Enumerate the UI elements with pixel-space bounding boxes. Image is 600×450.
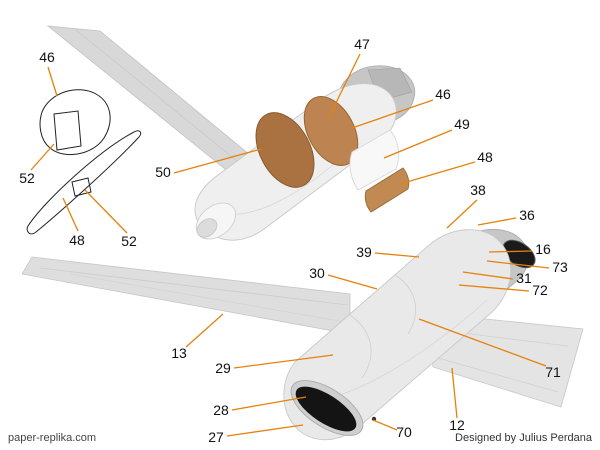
part-label-39-11: 39: [356, 244, 372, 260]
leader-line-71-19: [418, 318, 547, 367]
stabilizer-seam-2: [437, 357, 559, 393]
leader-line-16-12: [488, 250, 533, 253]
skin-strip-white: [349, 129, 400, 191]
part-label-30-14: 30: [309, 265, 325, 281]
part-label-27-22: 27: [208, 429, 224, 445]
wing-template-drawings: [26, 89, 142, 235]
leader-line-48-7: [399, 161, 476, 185]
part-label-47-4: 47: [354, 36, 370, 52]
designer-credit: Designed by Julius Perdana: [455, 432, 592, 444]
template-outline-upper: [39, 89, 111, 156]
vent-peg: [371, 416, 377, 422]
tail-exhaust: [502, 239, 536, 269]
part-label-71-19: 71: [545, 364, 561, 380]
part-label-36-10: 36: [519, 207, 535, 223]
part-label-12-21: 12: [449, 417, 465, 433]
leader-line-39-11: [374, 252, 420, 258]
part-label-52-3: 52: [121, 233, 137, 249]
nose-tip: [196, 218, 218, 238]
part-label-16-12: 16: [535, 241, 551, 257]
fuselage-ring-seam-2: [349, 314, 372, 379]
leader-line-52-1: [30, 143, 55, 171]
leader-line-49-6: [383, 129, 453, 159]
aileron-line: [69, 273, 346, 323]
part-label-72-16: 72: [532, 282, 548, 298]
part-label-29-18: 29: [215, 360, 231, 376]
left-wing: [21, 256, 351, 335]
leader-line-47-4: [328, 53, 361, 118]
template-rect-upper: [53, 110, 82, 151]
former-oval-right: [303, 96, 359, 166]
part-label-48-7: 48: [477, 149, 493, 165]
part-label-38-9: 38: [470, 182, 486, 198]
fuselage-ring-seam-1: [394, 274, 416, 335]
part-label-48-2: 48: [69, 232, 85, 248]
leader-line-46-0: [47, 66, 58, 97]
leader-line-13-17: [185, 313, 224, 348]
wing-panel-line: [74, 28, 244, 167]
part-label-50-8: 50: [155, 164, 171, 180]
leader-line-73-13: [486, 260, 550, 269]
leader-line-46-5: [351, 99, 434, 129]
part-label-73-13: 73: [552, 259, 568, 275]
template-outline-lower: [26, 130, 142, 235]
leader-line-72-16: [458, 284, 530, 292]
leader-line-48-2: [62, 197, 79, 232]
leader-line-38-9: [446, 199, 478, 229]
leader-line-36-10: [477, 217, 517, 226]
part-label-31-15: 31: [516, 270, 532, 286]
leader-line-12-21: [451, 367, 458, 419]
former-oval-left: [255, 112, 315, 188]
nose-assembly: [46, 25, 416, 241]
leader-line-29-18: [233, 354, 334, 369]
rear-assembly: [21, 228, 584, 441]
intake-opening: [295, 386, 357, 432]
wing-panel-line-2: [39, 267, 349, 306]
template-rect-lower: [71, 177, 92, 197]
part-label-46-5: 46: [435, 86, 451, 102]
leader-line-27-22: [226, 424, 304, 437]
rear-fuselage: [283, 229, 512, 441]
part-label-28-20: 28: [213, 402, 229, 418]
part-label-49-6: 49: [454, 116, 470, 132]
leader-line-52-3: [84, 189, 128, 234]
part-label-13-17: 13: [171, 345, 187, 361]
leader-line-28-20: [231, 396, 307, 411]
part-label-70-23: 70: [396, 424, 412, 440]
leader-line-30-14: [327, 274, 378, 290]
leader-line-70-23: [372, 419, 398, 431]
part-label-46-0: 46: [39, 49, 55, 65]
leader-line-50-8: [173, 148, 262, 174]
part-label-52-1: 52: [19, 170, 35, 186]
site-watermark: paper-replika.com: [8, 432, 97, 444]
skin-strip-tan: [364, 167, 410, 213]
leader-line-31-15: [462, 271, 514, 280]
